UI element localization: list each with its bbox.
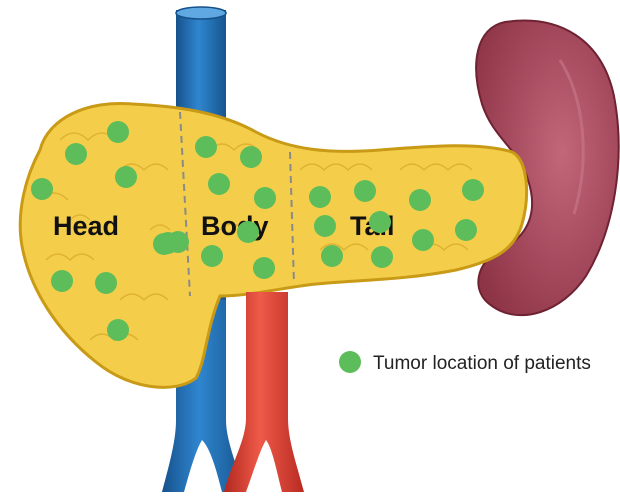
- tumor-marker-body-3: [208, 173, 230, 195]
- tumor-marker-body-2: [240, 146, 262, 168]
- tumor-marker-head-1: [107, 121, 129, 143]
- tumor-marker-tail-10: [371, 246, 393, 268]
- legend-marker: [339, 351, 361, 373]
- tumor-marker-head-3: [115, 166, 137, 188]
- tumor-marker-tail-9: [321, 245, 343, 267]
- tumor-marker-tail-1: [309, 186, 331, 208]
- tumor-marker-tail-7: [455, 219, 477, 241]
- tumor-marker-tail-3: [409, 189, 431, 211]
- tumor-marker-tail-4: [462, 179, 484, 201]
- tumor-marker-tail-6: [369, 211, 391, 233]
- tumor-marker-body-4: [254, 187, 276, 209]
- region-label-head: Head: [53, 211, 119, 241]
- tumor-marker-head-8: [107, 319, 129, 341]
- tumor-marker-body-7: [167, 231, 189, 253]
- tumor-marker-body-1: [195, 136, 217, 158]
- tumor-marker-tail-2: [354, 180, 376, 202]
- tumor-marker-body-8: [237, 221, 259, 243]
- tumor-marker-head-4: [31, 178, 53, 200]
- region-label-body: Body: [201, 211, 269, 241]
- tumor-marker-head-6: [51, 270, 73, 292]
- tumor-marker-body-5: [201, 245, 223, 267]
- tumor-marker-head-7: [95, 272, 117, 294]
- legend-label: Tumor location of patients: [373, 353, 591, 374]
- tumor-marker-body-6: [253, 257, 275, 279]
- tumor-marker-head-2: [65, 143, 87, 165]
- tumor-marker-tail-8: [412, 229, 434, 251]
- aorta: [224, 292, 304, 492]
- tumor-marker-tail-5: [314, 215, 336, 237]
- legend: Tumor location of patients: [339, 351, 591, 374]
